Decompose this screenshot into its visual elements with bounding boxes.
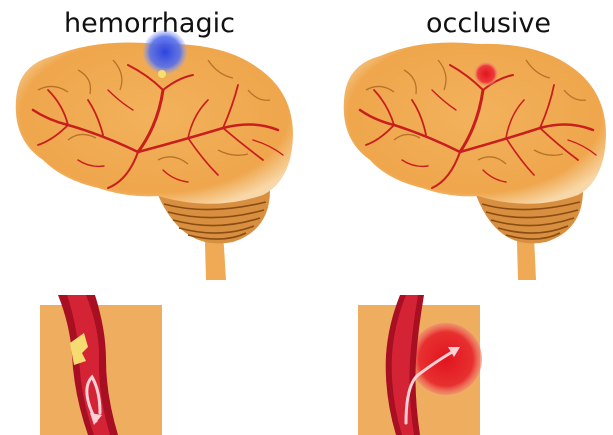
ruptured-vessel-illustration: [40, 295, 162, 435]
clot-area: [410, 323, 482, 395]
occlusive-brain-illustration: [338, 30, 613, 280]
clot-spot: [474, 62, 498, 86]
hemorrhagic-brain-illustration: [8, 30, 298, 280]
occluded-vessel-illustration: [358, 295, 484, 435]
